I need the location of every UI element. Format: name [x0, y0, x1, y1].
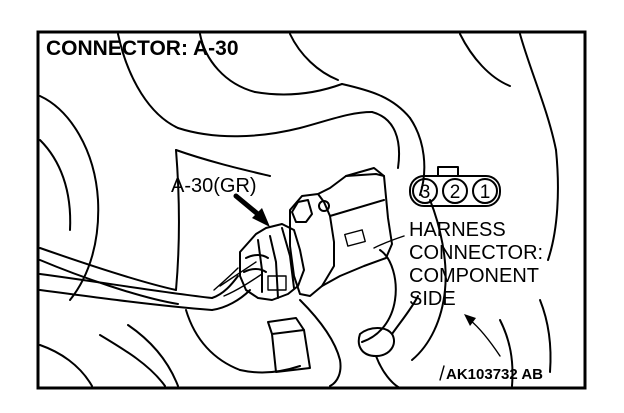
leader-line — [373, 235, 405, 249]
background-line-art — [39, 33, 559, 387]
pin-1-label: 1 — [480, 182, 491, 203]
harness-label-line-4: SIDE — [409, 288, 456, 310]
pin-3-label: 3 — [420, 182, 431, 203]
harness-connector-description: HARNESS CONNECTOR: COMPONENT SIDE — [409, 219, 543, 310]
pin-diagram: 3 2 1 — [409, 166, 501, 207]
callout-arrow-icon — [233, 193, 270, 227]
harness-label-line-1: HARNESS — [409, 219, 506, 241]
component-sensor — [289, 167, 393, 297]
harness-label-line-3: COMPONENT — [409, 265, 539, 287]
connector-callout-label: A-30(GR) — [171, 175, 257, 197]
code-tick — [439, 365, 445, 381]
pin-2-label: 2 — [450, 182, 461, 203]
harness-connector-body — [239, 223, 305, 301]
pointer-arrow-icon — [464, 314, 501, 357]
diagram-title: CONNECTOR: A-30 — [46, 37, 239, 60]
pin-1-icon — [472, 178, 498, 204]
pin-3-icon — [412, 178, 438, 204]
pin-2-icon — [442, 178, 468, 204]
figure-code: AK103732 AB — [446, 366, 543, 383]
wiring-harness — [39, 261, 263, 311]
harness-label-line-2: CONNECTOR: — [409, 242, 543, 264]
cable-loop — [357, 295, 419, 389]
lower-bracket — [267, 317, 311, 373]
